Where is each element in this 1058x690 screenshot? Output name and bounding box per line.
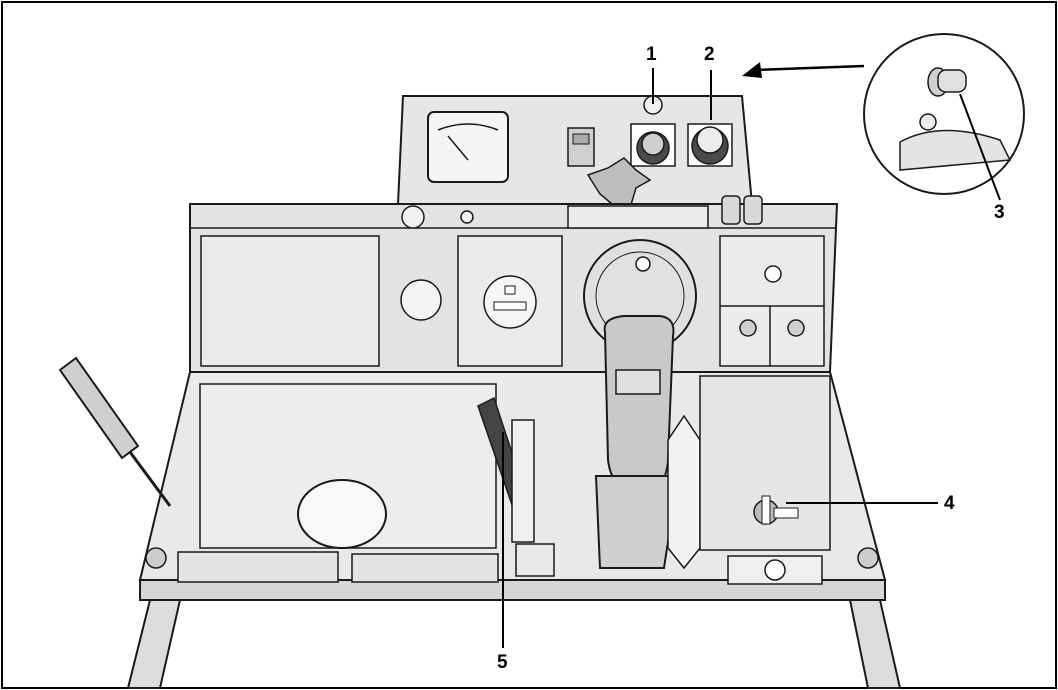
- console-deck-front: [139, 579, 886, 601]
- detail-pointer-arrow: [742, 62, 865, 78]
- side-lever: [477, 396, 555, 577]
- ignition-key-switch: [753, 495, 799, 525]
- hour-meter: [483, 275, 537, 329]
- toggle-switch-right: [787, 319, 805, 337]
- callout-3: 3: [994, 202, 1005, 223]
- right-push-button: [687, 123, 733, 167]
- side-handle: [58, 356, 172, 507]
- callout-1: 1: [646, 44, 657, 65]
- round-port-large: [401, 205, 425, 229]
- slide-scale: [667, 414, 701, 570]
- deck-feet: [145, 547, 879, 569]
- callout-5: 5: [497, 652, 508, 673]
- deck-circular-opening: [297, 479, 387, 549]
- rocker-switch: [567, 127, 595, 167]
- detail-magnifier: [863, 33, 1025, 195]
- round-port-small: [460, 210, 474, 224]
- callout-2: 2: [704, 44, 715, 65]
- blank-subpanel: [200, 235, 380, 367]
- star-knob: [586, 157, 652, 209]
- left-push-button: [630, 123, 676, 167]
- analog-meter: [427, 111, 509, 183]
- joystick-handle: [594, 315, 680, 569]
- callout-leaders: [502, 68, 1001, 648]
- connector-pair: [721, 195, 763, 225]
- switch-subpanel: [719, 235, 825, 367]
- detail-magnifier-knob: [927, 67, 967, 97]
- callout-4: 4: [944, 493, 955, 514]
- toggle-switch-left: [739, 319, 757, 337]
